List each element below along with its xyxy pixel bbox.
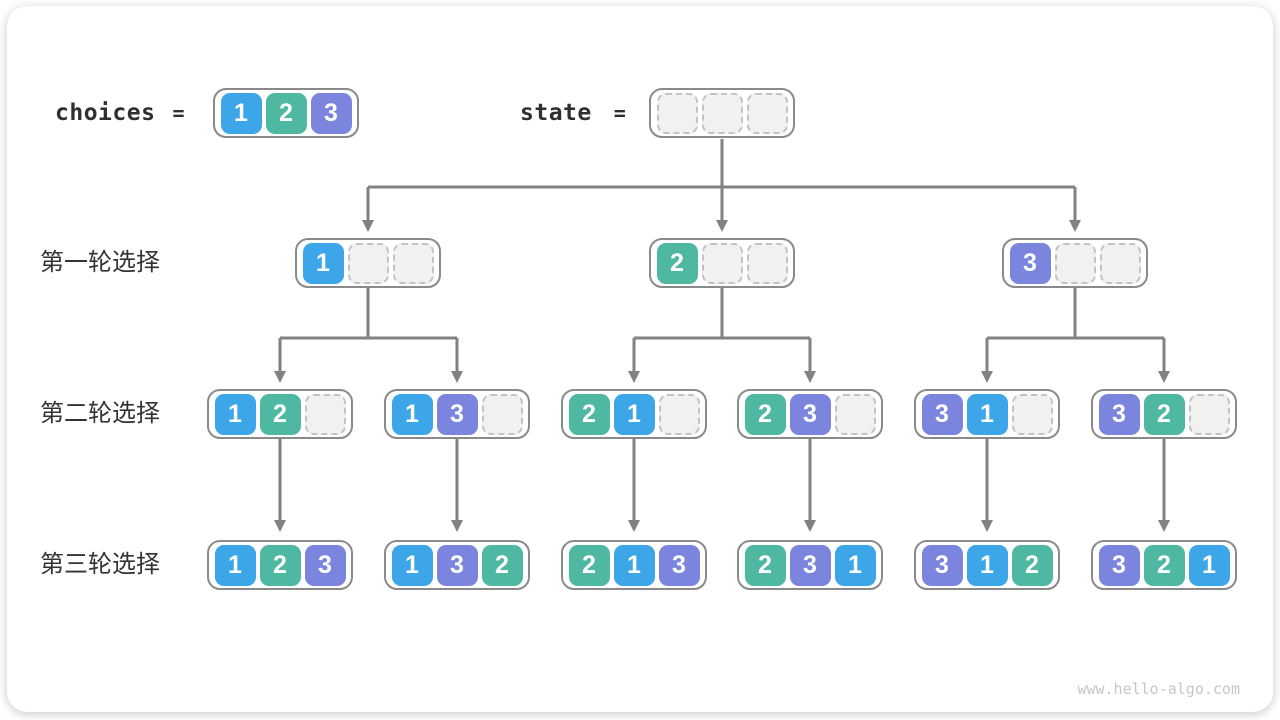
level3-node-6: 3 2 1 — [1091, 540, 1237, 590]
cell: 1 — [613, 393, 655, 435]
cell — [347, 242, 389, 284]
cell — [1188, 393, 1230, 435]
cell: 2 — [1143, 393, 1185, 435]
cell: 2 — [568, 544, 610, 586]
cell — [481, 393, 523, 435]
choices-cell: 3 — [310, 92, 352, 134]
choices-box: 1 2 3 — [213, 88, 359, 138]
cell: 3 — [304, 544, 346, 586]
level3-node-2: 1 3 2 — [384, 540, 530, 590]
cell: 1 — [613, 544, 655, 586]
cell: 1 — [391, 544, 433, 586]
cell — [658, 393, 700, 435]
choices-cell: 1 — [220, 92, 262, 134]
cell: 2 — [744, 544, 786, 586]
state-cell — [701, 92, 743, 134]
choices-header: choices = — [55, 88, 184, 138]
level3-node-5: 3 1 2 — [914, 540, 1060, 590]
level1-node-3: 3 — [1002, 238, 1148, 288]
cell — [834, 393, 876, 435]
state-cell — [656, 92, 698, 134]
equals-sign: = — [613, 101, 626, 125]
cell: 2 — [259, 544, 301, 586]
round-1-label: 第一轮选择 — [40, 249, 160, 276]
cell: 2 — [656, 242, 698, 284]
cell: 2 — [744, 393, 786, 435]
level1-node-2: 2 — [649, 238, 795, 288]
cell: 2 — [259, 393, 301, 435]
cell: 3 — [1098, 544, 1140, 586]
cell: 1 — [391, 393, 433, 435]
round-3-label: 第三轮选择 — [40, 551, 160, 578]
cell: 1 — [214, 544, 256, 586]
cell: 2 — [1011, 544, 1053, 586]
cell: 3 — [436, 393, 478, 435]
cell — [304, 393, 346, 435]
level3-node-4: 2 3 1 — [737, 540, 883, 590]
cell — [1099, 242, 1141, 284]
choices-label: choices — [55, 100, 156, 126]
cell: 3 — [1098, 393, 1140, 435]
diagram-card — [7, 6, 1273, 712]
watermark: www.hello-algo.com — [1077, 680, 1240, 698]
level3-node-1: 1 2 3 — [207, 540, 353, 590]
state-label: state — [520, 100, 592, 126]
level2-node-1: 1 2 — [207, 389, 353, 439]
cell: 1 — [302, 242, 344, 284]
cell: 1 — [966, 544, 1008, 586]
cell: 2 — [568, 393, 610, 435]
cell: 3 — [789, 393, 831, 435]
cell — [746, 242, 788, 284]
equals-sign: = — [172, 101, 185, 125]
level2-node-6: 3 2 — [1091, 389, 1237, 439]
cell: 1 — [1188, 544, 1230, 586]
cell — [392, 242, 434, 284]
choices-cell: 2 — [265, 92, 307, 134]
cell — [701, 242, 743, 284]
cell — [1011, 393, 1053, 435]
level1-node-1: 1 — [295, 238, 441, 288]
state-cell — [746, 92, 788, 134]
level2-node-3: 2 1 — [561, 389, 707, 439]
cell: 3 — [1009, 242, 1051, 284]
cell: 3 — [658, 544, 700, 586]
state-box — [649, 88, 795, 138]
cell: 1 — [834, 544, 876, 586]
level2-node-2: 1 3 — [384, 389, 530, 439]
cell: 3 — [436, 544, 478, 586]
level2-node-5: 3 1 — [914, 389, 1060, 439]
round-2-label: 第二轮选择 — [40, 400, 160, 427]
cell: 3 — [789, 544, 831, 586]
level3-node-3: 2 1 3 — [561, 540, 707, 590]
cell: 3 — [921, 544, 963, 586]
state-header: state = — [520, 88, 626, 138]
cell: 1 — [214, 393, 256, 435]
cell: 1 — [966, 393, 1008, 435]
level2-node-4: 2 3 — [737, 389, 883, 439]
cell: 2 — [481, 544, 523, 586]
cell: 2 — [1143, 544, 1185, 586]
cell: 3 — [921, 393, 963, 435]
cell — [1054, 242, 1096, 284]
